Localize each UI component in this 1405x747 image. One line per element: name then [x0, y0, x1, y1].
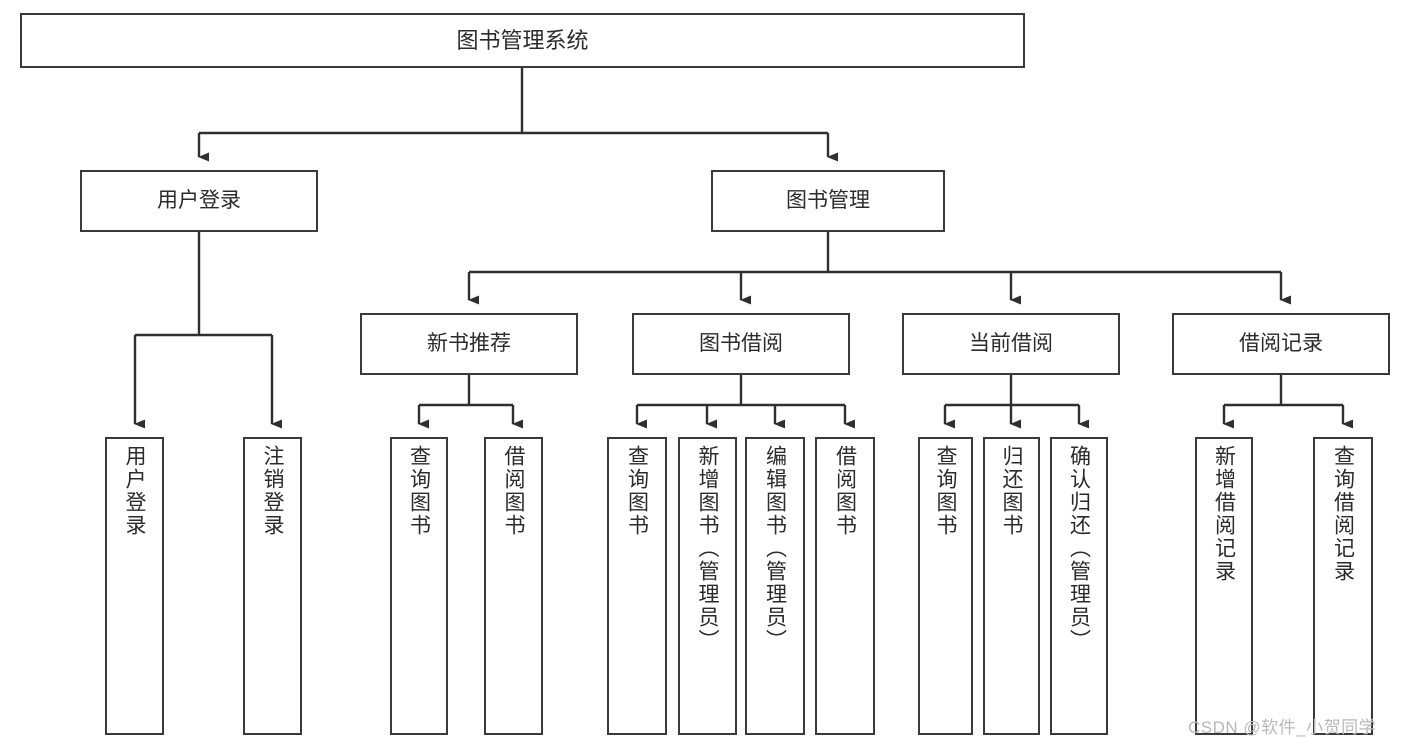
node-label: 新增图书（管理员） [696, 445, 719, 652]
node-book-manage[interactable]: 图书管理 [711, 170, 945, 232]
node-label: 新增借阅记录 [1212, 445, 1236, 583]
node-leaf-return-book[interactable]: 归还图书 [983, 437, 1040, 735]
node-label: 用户登录 [123, 445, 146, 537]
node-leaf-query-book-3[interactable]: 查询图书 [918, 437, 973, 735]
node-leaf-borrow-book-1[interactable]: 借阅图书 [484, 437, 543, 735]
node-leaf-edit-book[interactable]: 编辑图书（管理员） [745, 437, 805, 735]
node-leaf-add-borrow-record[interactable]: 新增借阅记录 [1195, 437, 1253, 735]
node-label: 注销登录 [261, 445, 284, 537]
node-user-login[interactable]: 用户登录 [80, 170, 318, 232]
node-label: 图书管理系统 [456, 27, 589, 53]
node-borrow-record[interactable]: 借阅记录 [1172, 313, 1390, 375]
node-label: 查询借阅记录 [1331, 445, 1355, 583]
node-book-borrow[interactable]: 图书借阅 [632, 313, 850, 375]
node-leaf-add-book[interactable]: 新增图书（管理员） [678, 437, 737, 735]
node-leaf-logout[interactable]: 注销登录 [243, 437, 302, 735]
node-label: 查询图书 [625, 445, 649, 537]
node-label: 确认归还（管理员） [1067, 445, 1091, 652]
node-label: 查询图书 [407, 445, 431, 537]
node-label: 用户登录 [157, 188, 241, 212]
node-label: 借阅记录 [1239, 331, 1323, 355]
csdn-watermark: CSDN @软件_小贺同学 [1188, 718, 1377, 737]
node-leaf-query-book-1[interactable]: 查询图书 [390, 437, 448, 735]
node-label: 当前借阅 [969, 331, 1053, 355]
node-new-book-recommend[interactable]: 新书推荐 [360, 313, 578, 375]
node-label: 图书管理 [786, 188, 870, 212]
node-label: 查询图书 [934, 445, 957, 537]
node-current-borrow[interactable]: 当前借阅 [902, 313, 1120, 375]
node-leaf-query-borrow-record[interactable]: 查询借阅记录 [1313, 437, 1373, 735]
node-leaf-user-login[interactable]: 用户登录 [105, 437, 164, 735]
node-root-system[interactable]: 图书管理系统 [20, 13, 1025, 68]
node-label: 归还图书 [1000, 445, 1023, 537]
node-label: 借阅图书 [502, 445, 525, 537]
node-label: 新书推荐 [427, 331, 511, 355]
node-leaf-borrow-book-2[interactable]: 借阅图书 [815, 437, 875, 735]
node-leaf-query-book-2[interactable]: 查询图书 [607, 437, 667, 735]
node-label: 借阅图书 [833, 445, 857, 537]
node-leaf-confirm-return[interactable]: 确认归还（管理员） [1050, 437, 1108, 735]
node-label: 图书借阅 [699, 331, 783, 355]
node-label: 编辑图书（管理员） [763, 445, 787, 652]
